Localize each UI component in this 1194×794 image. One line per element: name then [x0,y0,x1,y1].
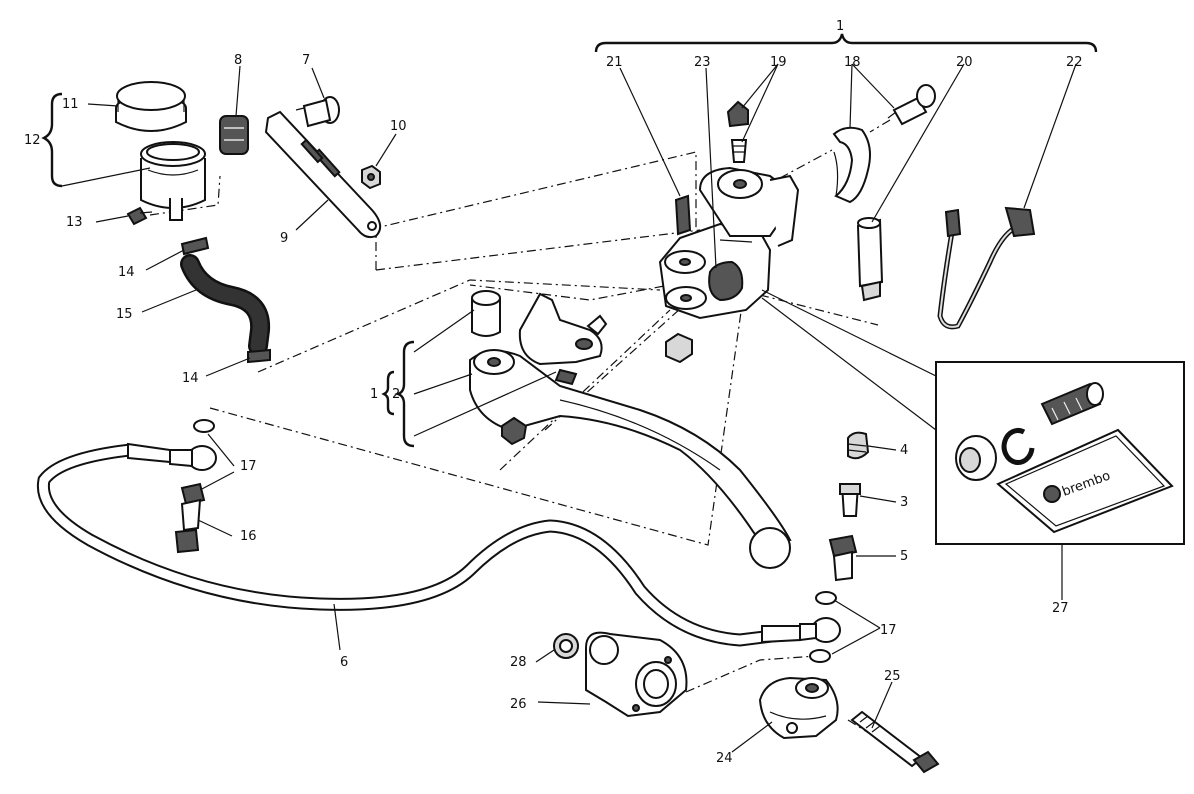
copper-washer-top [193,419,215,433]
clamp-bolt [887,84,936,126]
label-16: 16 [240,529,257,544]
leader-lines [61,63,1077,753]
assembly-lines [149,119,891,741]
hose-clip-bottom [247,348,271,364]
label-26: 26 [510,697,527,712]
slave-cylinder-housing [585,631,688,718]
bleeder-valve [730,139,748,163]
label-13: 13 [66,215,83,230]
label-10: 10 [390,119,407,134]
copper-washer-bottom [809,591,837,663]
lever-bush [471,290,501,337]
bracket-nut [361,164,381,190]
label-19: 19 [770,55,787,70]
label-1-lever: 1 [370,387,378,402]
label-17-bottom: 17 [880,623,897,638]
handlebar-clamp [832,126,871,204]
bracket-12 [41,92,63,188]
reservoir-screw [126,206,153,226]
label-12: 12 [24,133,41,148]
label-18: 18 [844,55,861,70]
kit-seal [955,435,997,481]
label-27: 27 [1052,601,1069,616]
callout-labels: 1 21 23 19 18 20 22 11 12 13 14 15 14 8 … [24,19,1083,766]
label-25: 25 [884,669,901,684]
label-23: 23 [694,55,711,70]
lever-pivot-nut [665,332,693,364]
reservoir-cap [115,81,187,132]
reservoir-bracket [264,110,382,239]
clutch-switch-wire [937,206,1036,330]
label-22: 22 [1066,55,1083,70]
kit-circlip [1001,428,1035,465]
bleed-screw [839,483,861,517]
label-24: 24 [716,751,733,766]
label-17-top: 17 [240,459,257,474]
bleeder-cap [726,100,749,128]
mounting-bolt [295,96,340,128]
label-20: 20 [956,55,973,70]
bracket-2 [381,340,415,448]
slave-seal [553,633,579,659]
adjuster-screw [554,368,578,386]
label-3: 3 [900,495,908,510]
kit-instruction-card: brembo [996,428,1174,534]
label-14-bottom: 14 [182,371,199,386]
lever-adjuster [518,292,608,366]
label-5: 5 [900,549,908,564]
clutch-lever [469,349,792,569]
hose-banjo-bolt [174,482,206,554]
label-14-top: 14 [118,265,135,280]
slave-cylinder-bolt [850,710,940,774]
clutch-hose [36,442,841,647]
label-2: 2 [392,387,400,402]
label-6: 6 [340,655,348,670]
label-15: 15 [116,307,133,322]
switch-pin [856,217,884,302]
master-cylinder-body [658,166,800,320]
assembly-1-bracket [594,33,1098,53]
label-28: 28 [510,655,527,670]
label-7: 7 [302,53,310,68]
label-11: 11 [62,97,79,112]
fluid-reservoir [140,141,206,221]
label-9: 9 [280,231,288,246]
reservoir-hose [180,254,271,356]
label-1: 1 [836,19,844,34]
slave-cylinder [758,676,839,740]
label-8: 8 [234,53,242,68]
pivot-nut [501,416,528,446]
label-21: 21 [606,55,623,70]
hose-clip-top [180,236,210,256]
banjo-bolt [828,534,858,582]
label-4: 4 [900,443,908,458]
kit-piston [1040,382,1104,426]
banjo-cap [847,431,870,460]
rubber-grommet [219,115,249,155]
